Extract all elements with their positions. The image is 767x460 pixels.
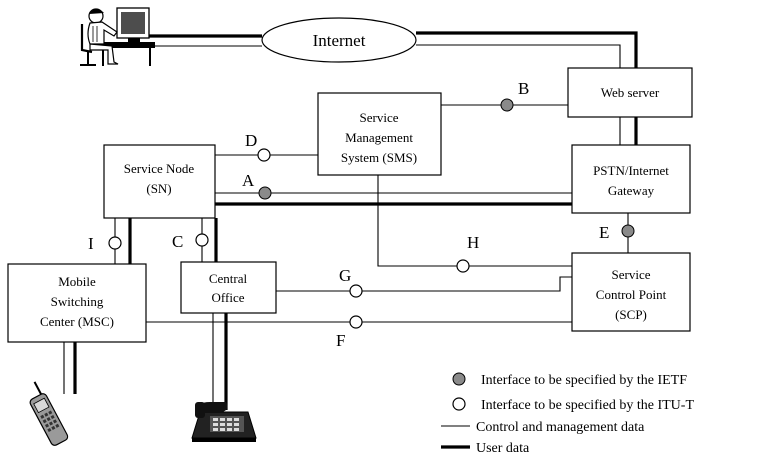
sms-node: Service Management System (SMS)	[317, 92, 442, 176]
web-server-label: Web server	[601, 85, 660, 100]
gateway-label-line2: Gateway	[608, 183, 655, 198]
interface-d-itu-marker	[257, 148, 271, 162]
interface-h-label: H	[467, 233, 479, 252]
legend-itu-marker	[452, 397, 466, 411]
central-office-label-line1: Central	[209, 271, 248, 286]
legend-control-text: Control and management data	[476, 420, 645, 435]
interface-g-itu-marker	[349, 284, 363, 298]
service-node-label-line1: Service Node	[124, 161, 195, 176]
interface-d-label: D	[245, 131, 257, 150]
service-node: Service Node (SN)	[103, 144, 216, 219]
connections	[63, 31, 638, 410]
interface-c-label: C	[172, 232, 183, 251]
sms-scp-link	[377, 175, 572, 267]
internet-webserver-user-link	[416, 31, 638, 68]
interface-h-itu-marker	[456, 259, 470, 273]
interface-b-label: B	[518, 79, 529, 98]
msc-label-line3: Center (MSC)	[40, 314, 114, 329]
internet-label: Internet	[313, 31, 366, 50]
interface-e-label: E	[599, 223, 609, 242]
msc-label-line2: Switching	[51, 294, 104, 309]
internet-cloud: Internet	[261, 17, 417, 63]
gateway-label-line1: PSTN/Internet	[593, 163, 669, 178]
desk-phone-icon	[191, 402, 257, 442]
interface-markers: B D A E H I C G F	[88, 79, 635, 350]
interface-a-label: A	[242, 171, 255, 190]
computer-user-icon	[80, 7, 155, 66]
interface-i-label: I	[88, 234, 94, 253]
service-node-label-line2: (SN)	[146, 181, 171, 196]
legend: Interface to be specified by the IETF In…	[441, 372, 694, 456]
legend-ietf-text: Interface to be specified by the IETF	[481, 373, 687, 388]
legend-ietf-marker	[452, 372, 466, 386]
scp-node: Service Control Point (SCP)	[571, 252, 691, 332]
interface-c-itu-marker	[195, 233, 209, 247]
sms-label-line3: System (SMS)	[341, 150, 417, 165]
interface-a-ietf-marker	[258, 186, 272, 200]
msc-label-line1: Mobile	[58, 274, 96, 289]
scp-label-line1: Service	[612, 267, 651, 282]
interface-g-label: G	[339, 266, 351, 285]
scp-label-line2: Control Point	[596, 287, 667, 302]
scp-label-line3: (SCP)	[615, 307, 647, 322]
gateway-node: PSTN/Internet Gateway	[571, 144, 691, 214]
interface-e-ietf-marker	[621, 224, 635, 238]
central-office-node: Central Office	[180, 261, 277, 314]
legend-itu-text: Interface to be specified by the ITU-T	[481, 398, 694, 413]
interface-i-itu-marker	[108, 236, 122, 250]
interface-f-itu-marker	[349, 315, 363, 329]
sms-label-line2: Management	[345, 130, 413, 145]
central-office-label-line2: Office	[212, 290, 245, 305]
web-server-node: Web server	[567, 67, 693, 118]
legend-user-text: User data	[476, 441, 530, 456]
mobile-phone-icon	[29, 381, 69, 446]
interface-f-label: F	[336, 331, 345, 350]
internet-webserver-control-link	[416, 44, 621, 68]
interface-b-ietf-marker	[500, 98, 514, 112]
sms-label-line1: Service	[360, 110, 399, 125]
co-scp-link	[276, 276, 572, 292]
msc-node: Mobile Switching Center (MSC)	[7, 263, 147, 343]
